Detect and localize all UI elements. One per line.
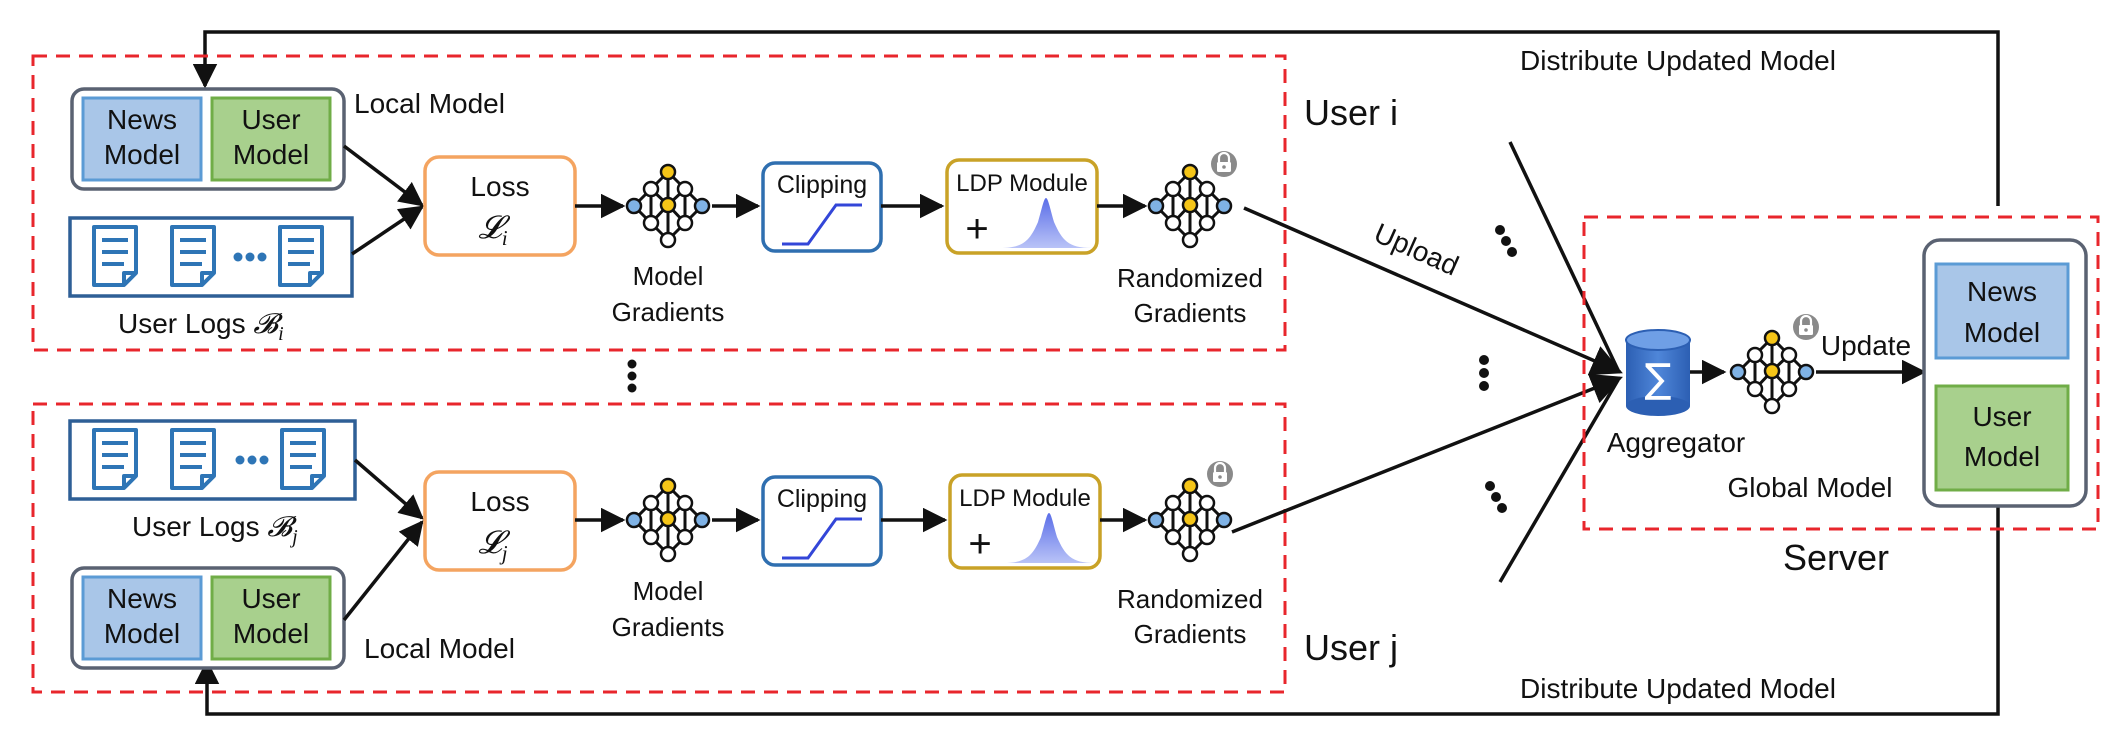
user-j-dashed-border [31, 402, 1287, 694]
ellipsis-icon [1479, 225, 1517, 513]
user-i-model-gradients-line2: Gradients [612, 297, 725, 327]
user-i-panel: News Model User Model Local Model User L… [31, 54, 1287, 352]
user-i-ldp-label: LDP Module [956, 170, 1088, 197]
user-i-randomized-gradients-line1: Randomized [1117, 263, 1263, 293]
global-model-label: Global Model [1728, 472, 1893, 503]
server-dashed-border [1582, 215, 2100, 531]
user-j-news-model-line1: News [107, 583, 177, 614]
aggregator-label: Aggregator [1607, 427, 1746, 458]
user-i-news-model-line1: News [107, 104, 177, 135]
server-label: Server [1783, 537, 1889, 578]
user-j-loss-label: Loss [470, 486, 529, 517]
plus-icon: + [968, 522, 991, 566]
user-j-ldp-label: LDP Module [959, 485, 1091, 512]
lock-icon [1205, 459, 1235, 489]
server-user-model [1934, 384, 2070, 492]
server-user-model-line2: Model [1964, 441, 2040, 472]
user-j-user-model-line2: Model [233, 618, 309, 649]
user-i-news-model [81, 96, 203, 182]
clipping-curve-icon [782, 517, 862, 560]
lock-icon [1791, 312, 1821, 342]
user-i-randomized-gradients-line2: Gradients [1134, 298, 1247, 328]
neural-network-icon [1729, 329, 1815, 415]
sigma-icon: ∑ [1645, 356, 1672, 402]
vertical-ellipsis-icon [627, 359, 637, 393]
user-i-user-model-line2: Model [233, 139, 309, 170]
update-label: Update [1821, 330, 1911, 361]
document-icon [280, 428, 326, 490]
user-j-panel: User Logs 𝓑j News Model User Model Local… [31, 402, 1287, 694]
upload-connections [1231, 141, 1623, 583]
user-i-loss-symbol: 𝓛i [478, 209, 510, 250]
clipping-curve-icon [782, 203, 862, 246]
document-icon [170, 428, 216, 490]
upload-label: Upload [1370, 217, 1464, 281]
user-i-clipping-label: Clipping [777, 171, 867, 199]
user-i-loss-label: Loss [470, 171, 529, 202]
document-icon [92, 428, 138, 490]
server-news-model-line1: News [1967, 276, 2037, 307]
user-i-local-model-label: Local Model [354, 88, 505, 119]
user-i-logs-label: User Logs 𝓑i [118, 308, 284, 345]
user-j-logs-label: User Logs 𝓑j [132, 511, 298, 548]
database-icon [1625, 329, 1691, 416]
user-i-user-model [210, 96, 332, 182]
neural-network-icon [625, 163, 711, 249]
laplace-distribution-icon [1000, 198, 1092, 248]
user-i-news-model-line2: Model [104, 139, 180, 170]
plus-icon: + [965, 207, 988, 251]
user-i-user-model-line1: User [241, 104, 300, 135]
server-news-model-line2: Model [1964, 317, 2040, 348]
user-j-news-model [81, 575, 203, 661]
user-j-local-model-label: Local Model [364, 633, 515, 664]
user-j-label: User j [1304, 627, 1398, 668]
lock-icon [1209, 149, 1239, 179]
document-icon [170, 225, 216, 287]
user-j-user-model [210, 575, 332, 661]
neural-network-icon [625, 477, 711, 563]
document-icon [278, 225, 324, 287]
user-j-randomized-gradients-line1: Randomized [1117, 584, 1263, 614]
user-j-model-gradients-line1: Model [633, 576, 704, 606]
user-i-label: User i [1304, 92, 1398, 133]
user-j-user-model-line1: User [241, 583, 300, 614]
ellipsis-icon [233, 252, 267, 262]
top-distribute-label: Distribute Updated Model [1520, 45, 1836, 76]
bottom-distribute-label: Distribute Updated Model [1520, 673, 1836, 704]
laplace-distribution-icon [1003, 513, 1095, 563]
ellipsis-icon [235, 455, 269, 465]
neural-network-icon [1147, 163, 1233, 249]
server-news-model [1934, 262, 2070, 360]
user-j-news-model-line2: Model [104, 618, 180, 649]
server-user-model-line1: User [1972, 401, 2031, 432]
user-j-model-gradients-line2: Gradients [612, 612, 725, 642]
server-panel: ∑ Aggregator Global Model Update News Mo… [1582, 215, 2100, 531]
user-j-clipping-label: Clipping [777, 485, 867, 513]
user-i-model-gradients-line1: Model [633, 261, 704, 291]
distribution-loop [192, 30, 2000, 716]
document-icon [92, 225, 138, 287]
user-i-dashed-border [31, 54, 1287, 352]
user-j-randomized-gradients-line2: Gradients [1134, 619, 1247, 649]
neural-network-icon [1147, 477, 1233, 563]
